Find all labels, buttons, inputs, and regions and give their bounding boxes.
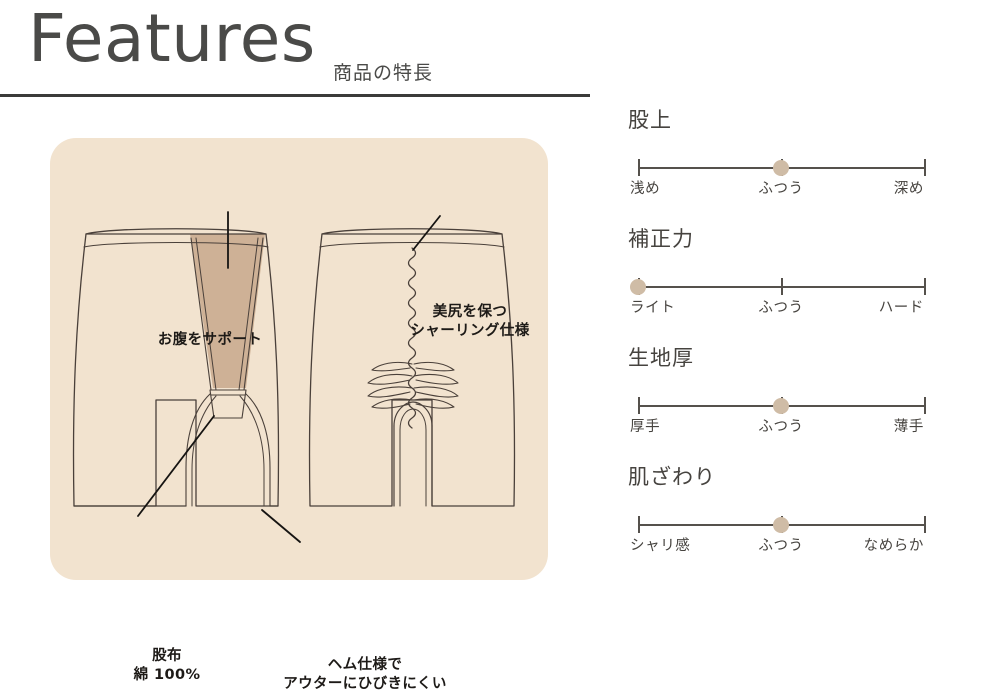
scale-label-mid: ふつう	[758, 300, 804, 316]
scale-labels-fabric-thickness: 厚手 ふつう 薄手	[628, 420, 928, 440]
illustration-panel: お腹をサポート 美尻を保つ シャーリング仕様 股布 綿 100% ヘム仕様で ア…	[50, 138, 548, 692]
scale-label-mid: ふつう	[758, 181, 804, 197]
axis-tick-left	[638, 159, 640, 176]
scale-title-texture: 肌ざわり	[628, 466, 716, 489]
scale-axis-texture	[638, 514, 926, 536]
axis-tick-right	[924, 516, 926, 533]
scale-label-max: なめらか	[863, 538, 924, 554]
scale-marker-texture	[773, 517, 789, 533]
page-subtitle: 商品の特長	[333, 63, 434, 84]
axis-tick-left	[638, 516, 640, 533]
callout-tummy-support: お腹をサポート	[157, 332, 263, 348]
page-title: Features	[28, 0, 316, 77]
axis-tick-left	[638, 397, 640, 414]
scale-marker-compression	[630, 279, 646, 295]
scale-axis-rise	[638, 157, 926, 179]
scale-marker-rise	[773, 160, 789, 176]
scale-texture: 肌ざわり シャリ感 ふつう なめらか	[628, 465, 928, 584]
scale-title-compression: 補正力	[628, 228, 694, 251]
callout-gusset-cotton: 股布 綿 100%	[133, 648, 201, 684]
axis-tick-mid	[781, 278, 783, 295]
scale-label-mid: ふつう	[758, 538, 804, 554]
scale-axis-compression	[630, 276, 926, 298]
scale-compression: 補正力 ライト ふつう ハード	[628, 227, 928, 346]
scale-title-fabric-thickness: 生地厚	[628, 347, 694, 370]
front-view-group	[72, 228, 280, 507]
garment-illustration	[72, 211, 516, 543]
axis-tick-right	[924, 159, 926, 176]
scale-labels-compression: ライト ふつう ハード	[628, 301, 928, 321]
page-header: Features 商品の特長	[0, 0, 593, 98]
callout-hip-shirring: 美尻を保つ シャーリング仕様	[410, 304, 530, 340]
scale-label-min: ライト	[630, 300, 676, 316]
scale-label-mid: ふつう	[758, 419, 804, 435]
scale-fabric-thickness: 生地厚 厚手 ふつう 薄手	[628, 346, 928, 465]
scale-marker-fabric-thickness	[773, 398, 789, 414]
header-divider	[0, 94, 590, 97]
callout-leader-lines	[137, 211, 441, 543]
scale-label-min: シャリ感	[630, 538, 691, 554]
scale-labels-rise: 浅め ふつう 深め	[628, 182, 928, 202]
spec-scales: 股上 浅め ふつう 深め 補正力 ライト ふつう ハード 生地厚	[628, 108, 928, 584]
scale-axis-fabric-thickness	[638, 395, 926, 417]
scale-labels-texture: シャリ感 ふつう なめらか	[628, 539, 928, 559]
scale-label-min: 浅め	[630, 181, 661, 197]
back-view-group	[308, 228, 516, 507]
scale-label-min: 厚手	[630, 419, 661, 435]
scale-label-max: 薄手	[893, 419, 924, 435]
scale-label-max: ハード	[878, 300, 924, 316]
scale-rise: 股上 浅め ふつう 深め	[628, 108, 928, 227]
scale-label-max: 深め	[893, 181, 924, 197]
scale-title-rise: 股上	[628, 109, 672, 132]
axis-tick-right	[924, 278, 926, 295]
axis-tick-right	[924, 397, 926, 414]
callout-hem-spec: ヘム仕様で アウターにひびきにくい	[283, 657, 447, 693]
